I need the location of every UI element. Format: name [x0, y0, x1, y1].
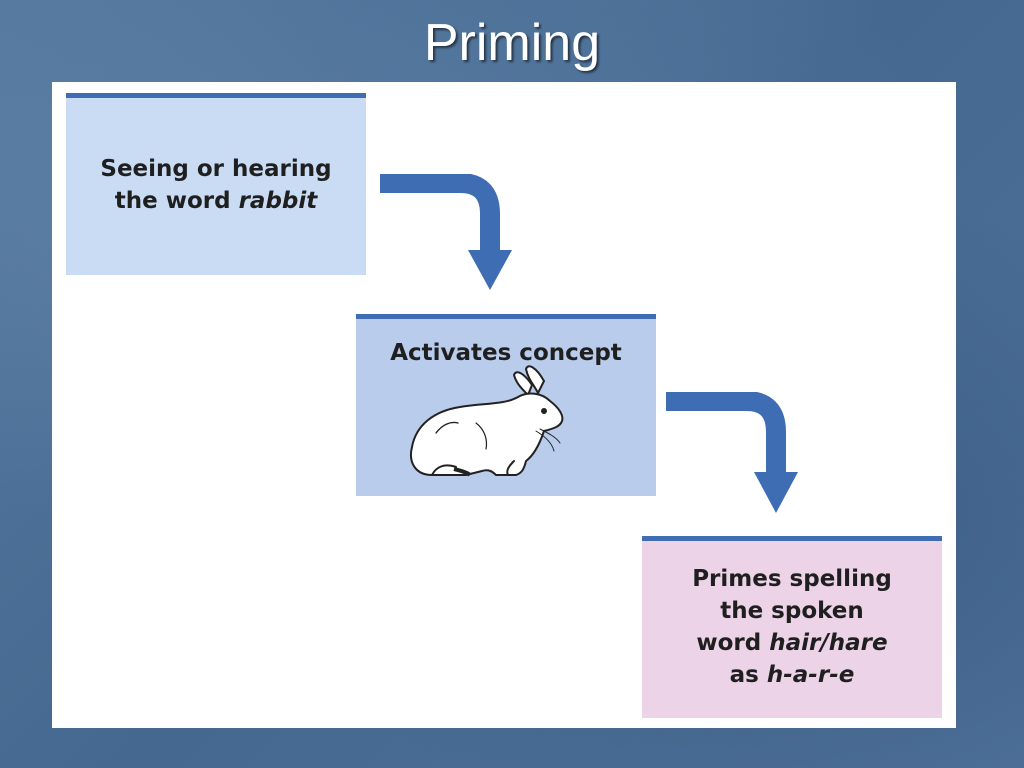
step-1-line-2-prefix: the word	[114, 188, 239, 214]
step-3-line-4: as h-a-r-e	[642, 659, 942, 691]
step-3-line-4-prefix: as	[729, 662, 767, 688]
slide-title: Priming	[423, 14, 601, 72]
rabbit-illustration	[410, 365, 564, 477]
step-3-line-1: Primes spelling	[692, 566, 892, 592]
step-1-line-2: the word rabbit	[66, 185, 366, 217]
step-3-word-hair-hare: hair/hare	[769, 630, 888, 656]
step-3-text: Primes spelling the spoken word hair/har…	[642, 563, 942, 691]
step-box-primes-spelling: Primes spelling the spoken word hair/har…	[642, 536, 942, 718]
step-3-line-3: word hair/hare	[642, 627, 942, 659]
step-3-spelling-h-a-r-e: h-a-r-e	[766, 662, 855, 688]
step-3-line-2: the spoken	[720, 598, 864, 624]
step-1-text: Seeing or hearing the word rabbit	[66, 153, 366, 217]
step-2-label: Activates concept	[390, 340, 622, 366]
step-3-line-3-prefix: word	[696, 630, 770, 656]
diagram-panel: Seeing or hearing the word rabbit Activa…	[52, 82, 956, 728]
step-1-line-1: Seeing or hearing	[100, 156, 332, 182]
curved-arrow-down-icon	[666, 392, 798, 513]
step-1-word-rabbit: rabbit	[238, 188, 318, 214]
curved-arrow-down-icon	[380, 174, 512, 290]
step-box-seeing-hearing: Seeing or hearing the word rabbit	[66, 93, 366, 275]
step-box-activates-concept: Activates concept	[356, 314, 656, 496]
